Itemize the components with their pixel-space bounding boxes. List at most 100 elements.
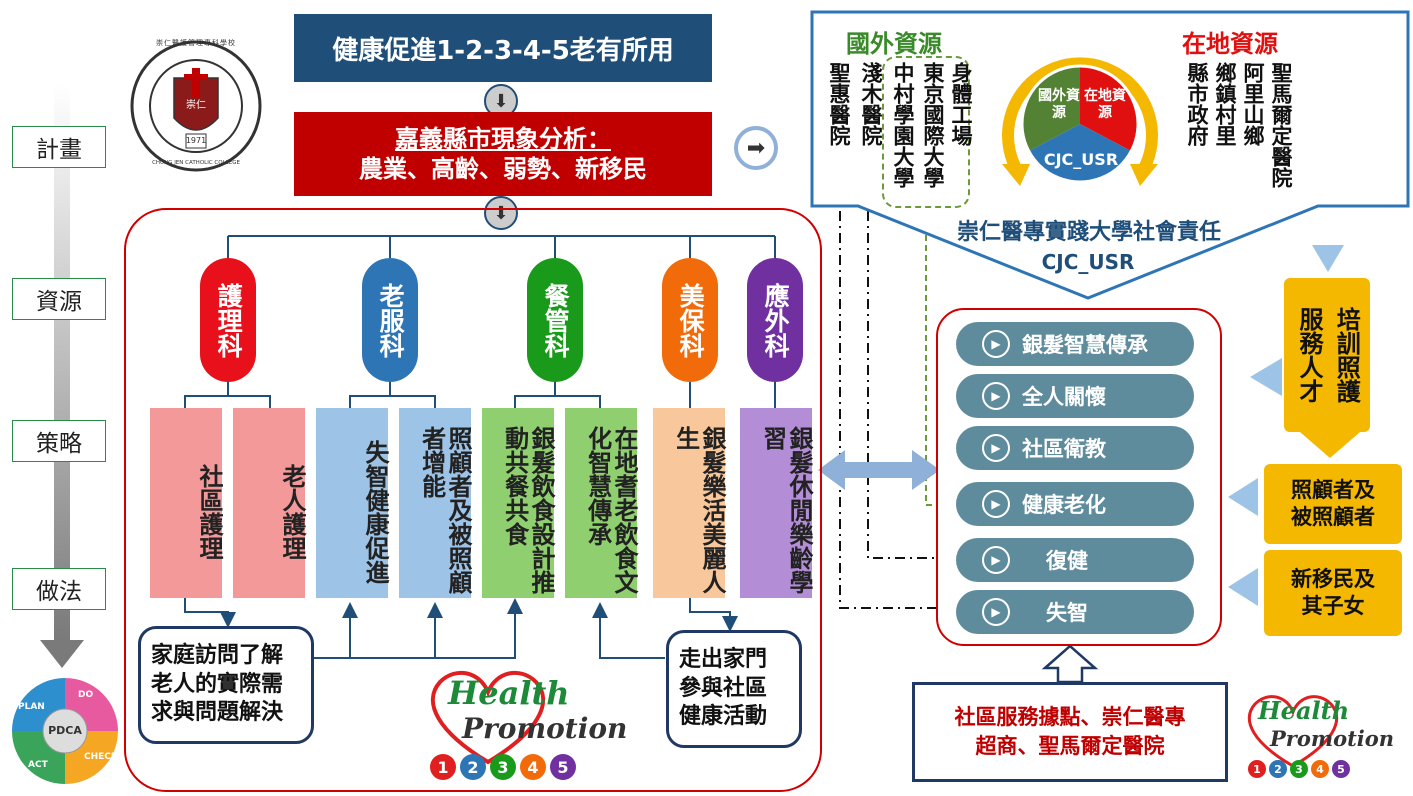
service-dementia: ▶ 失智 bbox=[956, 590, 1194, 634]
hp-small-line2: Promotion bbox=[1270, 726, 1395, 751]
action-home-visit: 家庭訪問了解 老人的實際需 求與問題解決 bbox=[138, 626, 314, 744]
play-icon: ▶ bbox=[982, 598, 1010, 626]
strategy-food-culture: 在地耆老飲食文化智慧傳承 bbox=[565, 408, 638, 598]
usr-pie: 國外資源 在地資源 CJC_USR bbox=[996, 46, 1164, 206]
action-right-line1: 走出家門 bbox=[679, 647, 768, 673]
action-left-line3: 求與問題解決 bbox=[151, 700, 284, 726]
logo-center-text: 崇仁 bbox=[186, 100, 206, 111]
community-line1: 社區服務據點、崇仁醫專 bbox=[954, 704, 1186, 729]
hp-small-num-5: 5 bbox=[1332, 760, 1350, 778]
action-right-line3: 健康活動 bbox=[679, 704, 768, 730]
dept-elderly-service: 老服科 bbox=[362, 258, 418, 382]
target-1-line1: 照顧者及 bbox=[1291, 477, 1375, 502]
service-holistic-care: ▶ 全人關懷 bbox=[956, 374, 1194, 418]
foreign-resources-title: 國外資源 bbox=[846, 30, 942, 58]
pdca-center-text: PDCA bbox=[48, 724, 82, 737]
service-silver-wisdom: ▶ 銀髮智慧傳承 bbox=[956, 322, 1194, 366]
hp-small-line1: Health bbox=[1258, 696, 1350, 725]
logo-english-text: CHUNG JEN CATHOLIC COLLEGE bbox=[152, 160, 240, 166]
service-healthy-aging: ▶ 健康老化 bbox=[956, 482, 1194, 526]
right-arrow-icon: ➡ bbox=[734, 126, 778, 170]
pdca-label-strategy: 策略 bbox=[12, 420, 106, 462]
heart-icon bbox=[430, 671, 546, 765]
strategy-silver-life: 銀髮樂活美麗人生 bbox=[653, 408, 726, 598]
pdca-do-text: DO bbox=[78, 690, 94, 700]
strategy-caregiver: 照顧者及被照顧者增能 bbox=[399, 408, 472, 598]
pdca-label-resource: 資源 bbox=[12, 278, 106, 320]
usr-caption-code: CJC_USR bbox=[1041, 250, 1135, 274]
play-icon: ▶ bbox=[982, 490, 1010, 518]
pdca-wheel: PDCA PLAN DO CHECK ACT bbox=[6, 672, 124, 790]
play-icon: ▶ bbox=[982, 434, 1010, 462]
pie-center-label: CJC_USR bbox=[1043, 150, 1119, 169]
dept-catering: 餐管科 bbox=[527, 258, 583, 382]
foreign-resource-1: 聖惠醫院 bbox=[827, 62, 851, 146]
pie-local-label: 在地資源 bbox=[1084, 88, 1126, 121]
analysis-line1: 嘉義縣市現象分析： bbox=[395, 125, 611, 153]
hp-line2: Promotion bbox=[462, 712, 628, 745]
dept-beauty: 美保科 bbox=[662, 258, 718, 382]
play-icon: ▶ bbox=[982, 330, 1010, 358]
strategy-silver-leisure: 銀髮休閒樂齡學習 bbox=[740, 408, 813, 598]
service-label: 銀髮智慧傳承 bbox=[1022, 333, 1148, 357]
local-resource-2: 鄉鎮村里 bbox=[1213, 62, 1237, 146]
play-icon: ▶ bbox=[982, 382, 1010, 410]
usr-pie-icon bbox=[1002, 57, 1158, 186]
pdca-label-method: 做法 bbox=[12, 568, 106, 610]
target-caregivers: 照顧者及 被照顧者 bbox=[1264, 464, 1402, 544]
training-line2: 服務人才 bbox=[1295, 307, 1323, 403]
foreign-resource-2: 淺木醫院 bbox=[859, 62, 883, 146]
pdca-label-plan: 計畫 bbox=[12, 126, 106, 168]
action-community-activity: 走出家門 參與社區 健康活動 bbox=[666, 630, 802, 748]
community-line2: 超商、聖馬爾定醫院 bbox=[975, 734, 1165, 758]
foreign-resource-5: 身體工場 bbox=[949, 62, 973, 146]
service-rehab: ▶ 復健 bbox=[956, 538, 1194, 582]
health-promotion-logo-small: Health Promotion 1 2 3 4 5 bbox=[1238, 688, 1408, 788]
target-1-line2: 被照顧者 bbox=[1291, 505, 1375, 529]
hp-numbers: 1 2 3 4 5 bbox=[430, 754, 576, 780]
logo-chinese-text: 崇仁醫護管理專科學校 bbox=[156, 39, 236, 47]
college-logo: 崇仁 1971 崇仁醫護管理專科學校 CHUNG JEN CATHOLIC CO… bbox=[128, 38, 264, 174]
foreign-resource-3: 中村學園大學 bbox=[891, 62, 915, 188]
local-resources-title: 在地資源 bbox=[1182, 30, 1278, 58]
health-promotion-logo: Health Promotion 1 2 3 4 5 bbox=[418, 662, 636, 788]
hp-small-num-3: 3 bbox=[1290, 760, 1308, 778]
down-arrow-icon: ⬇ bbox=[484, 196, 518, 230]
pdca-wheel-icon bbox=[12, 678, 118, 784]
action-left-line1: 家庭訪問了解 bbox=[151, 643, 284, 669]
hp-num-5: 5 bbox=[550, 754, 576, 780]
target-2-line1: 新移民及 bbox=[1291, 566, 1375, 591]
service-label: 復健 bbox=[1046, 549, 1088, 573]
analysis-line2: 農業、高齡、弱勢、新移民 bbox=[359, 155, 647, 183]
foreign-resource-4: 東京國際大學 bbox=[921, 62, 945, 188]
play-icon: ▶ bbox=[982, 546, 1010, 574]
usr-caption: 崇仁醫專實踐大學社會責任 bbox=[956, 220, 1221, 245]
heart-icon bbox=[1247, 695, 1339, 768]
local-resource-4: 聖馬爾定醫院 bbox=[1269, 62, 1293, 188]
hp-small-num-4: 4 bbox=[1311, 760, 1329, 778]
strategy-elderly-nursing: 老人護理 bbox=[233, 408, 306, 598]
strategy-frame bbox=[124, 208, 822, 792]
pdca-check-text: CHECK bbox=[84, 752, 118, 762]
strategy-community-nursing: 社區護理 bbox=[150, 408, 223, 598]
hp-small-num-2: 2 bbox=[1269, 760, 1287, 778]
hp-small-num-1: 1 bbox=[1248, 760, 1266, 778]
hp-num-4: 4 bbox=[520, 754, 546, 780]
service-label: 全人關懷 bbox=[1022, 385, 1106, 409]
pdca-act-text: ACT bbox=[28, 760, 48, 770]
logo-year: 1971 bbox=[185, 136, 207, 145]
hp-num-1: 1 bbox=[430, 754, 456, 780]
college-seal-icon bbox=[130, 40, 262, 172]
local-resource-3: 阿里山鄉 bbox=[1241, 62, 1265, 146]
dept-nursing: 護理科 bbox=[200, 258, 256, 382]
hp-num-2: 2 bbox=[460, 754, 486, 780]
pie-foreign-label: 國外資源 bbox=[1038, 88, 1080, 121]
pdca-plan-text: PLAN bbox=[18, 702, 45, 712]
service-label: 社區衛教 bbox=[1022, 437, 1106, 461]
target-2-line2: 其子女 bbox=[1301, 594, 1365, 618]
service-label: 健康老化 bbox=[1022, 493, 1106, 517]
main-title: 健康促進1-2-3-4-5老有所用 bbox=[294, 14, 712, 82]
service-label: 失智 bbox=[1046, 601, 1088, 625]
local-resource-1: 縣市政府 bbox=[1185, 62, 1209, 146]
service-health-education: ▶ 社區衛教 bbox=[956, 426, 1194, 470]
